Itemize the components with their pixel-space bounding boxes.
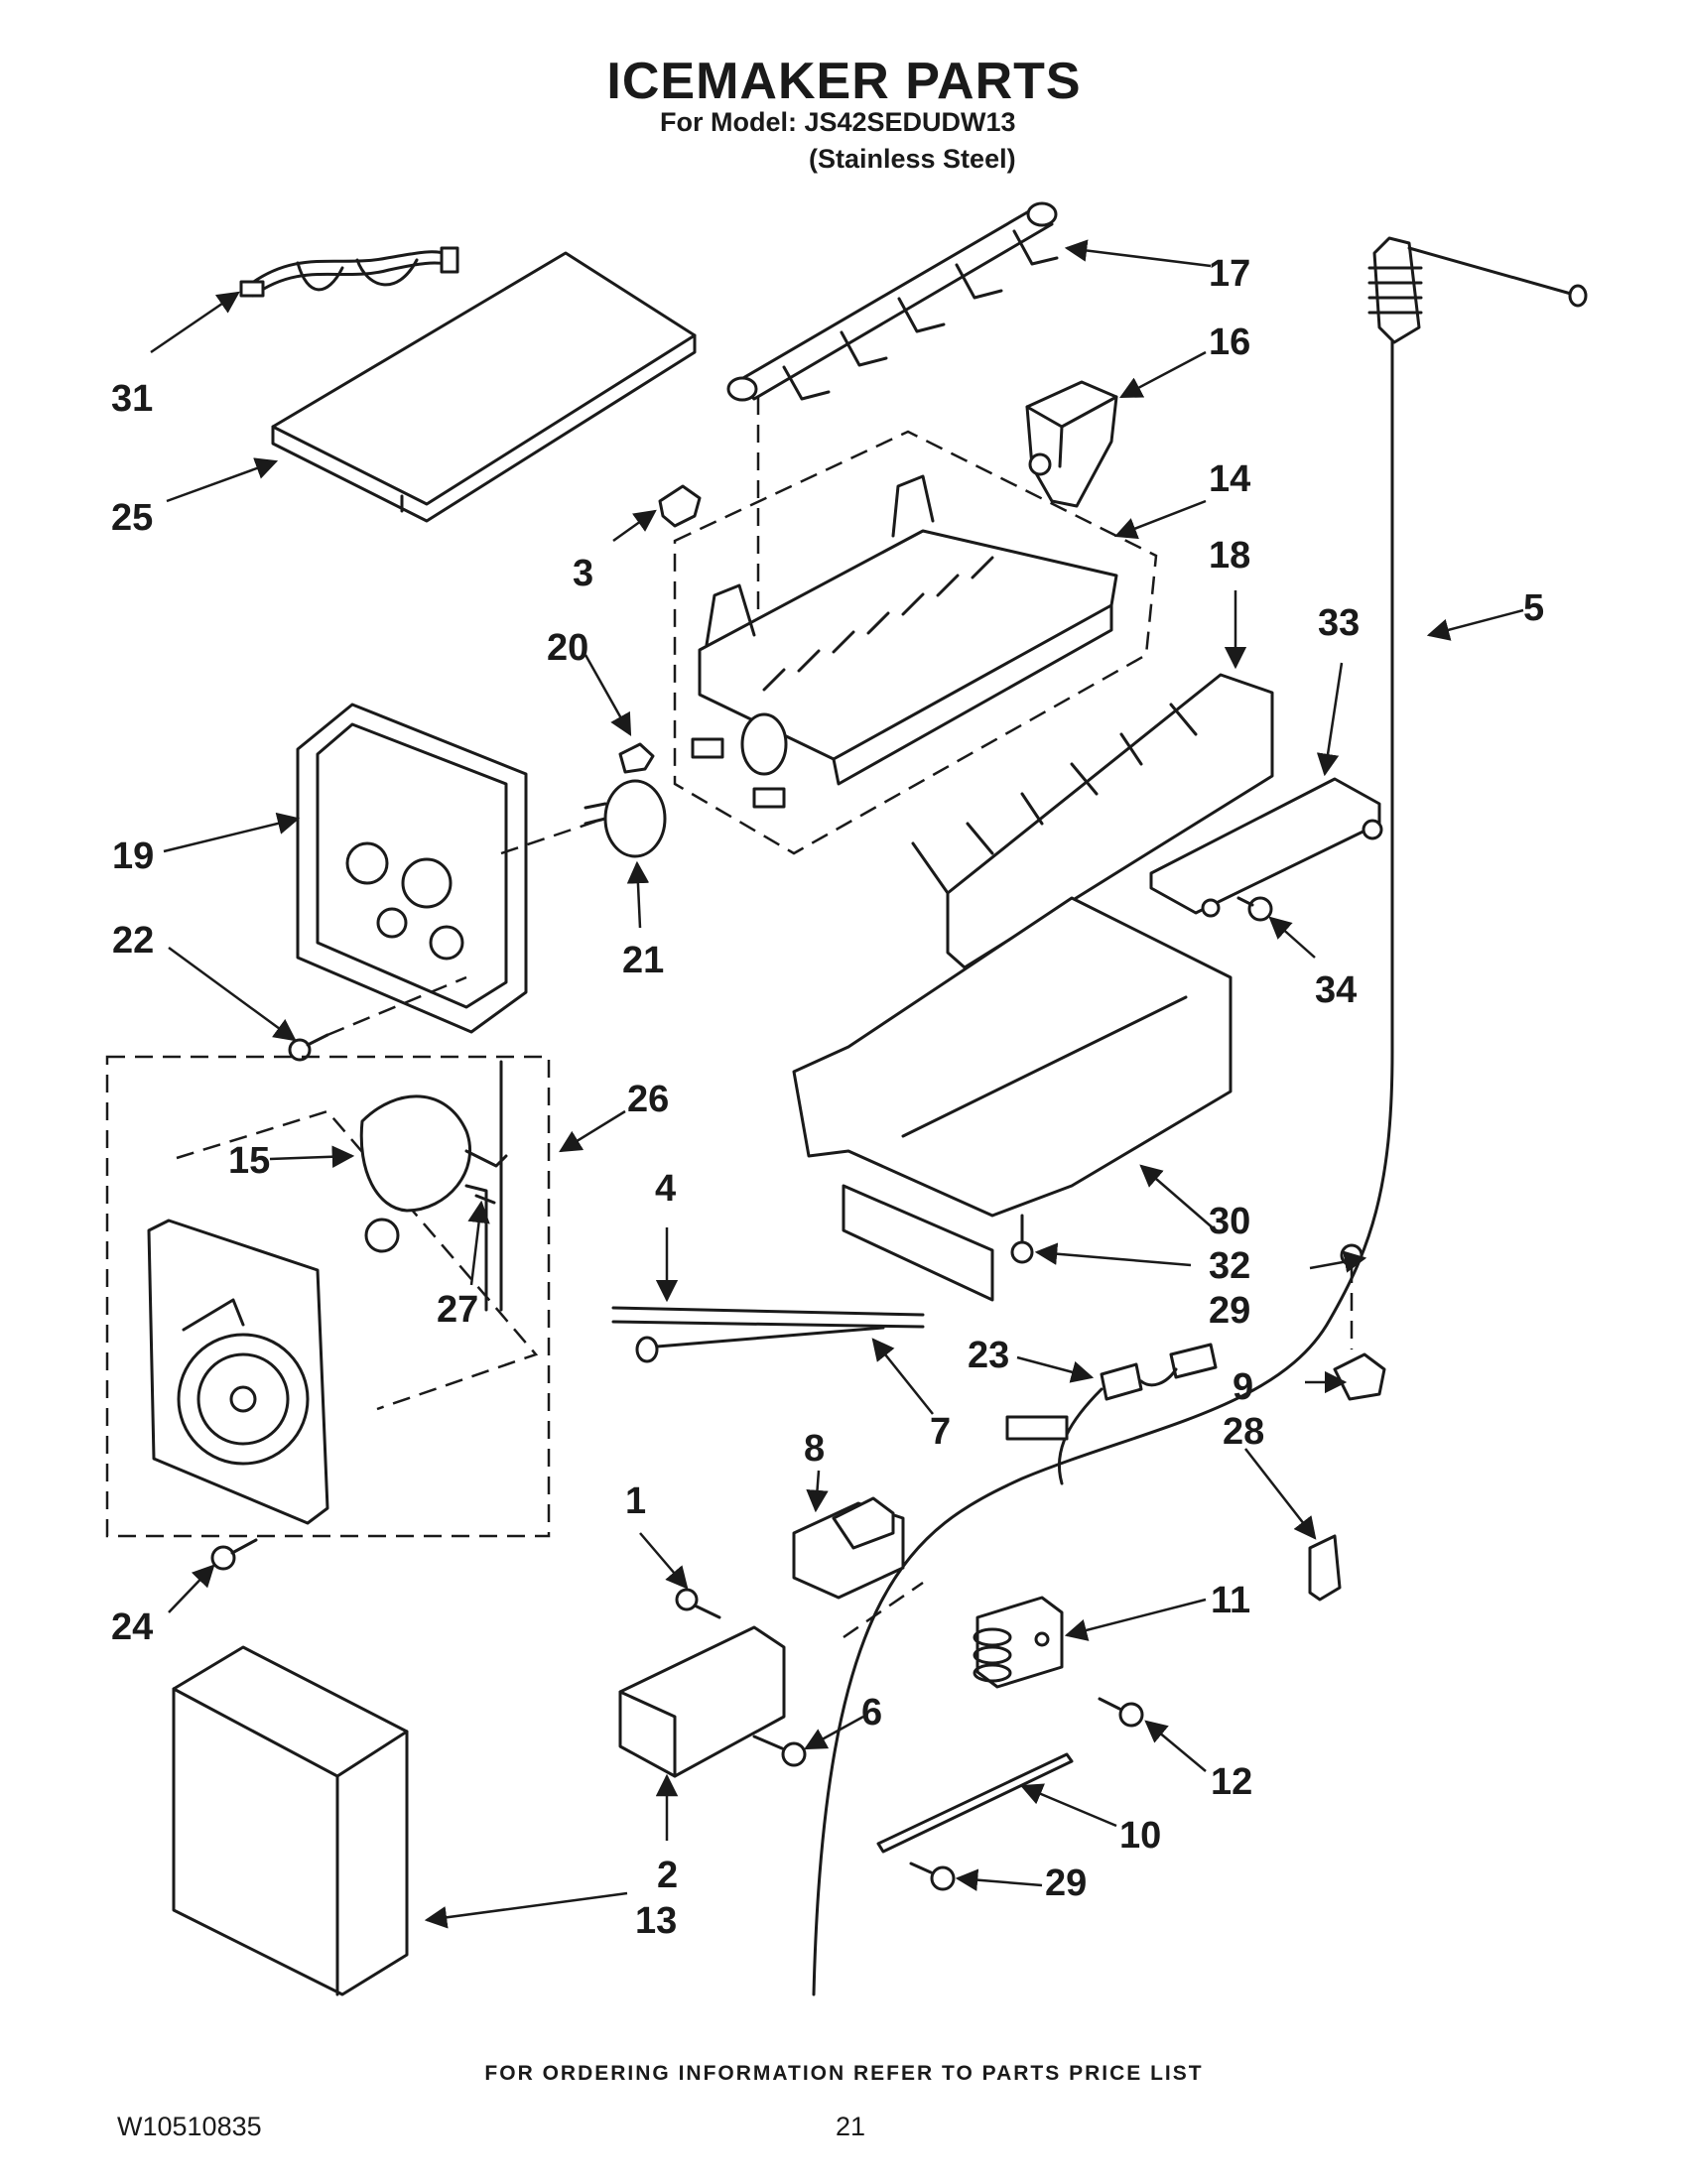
tube-clamp-part — [973, 1596, 1064, 1689]
ordering-note: FOR ORDERING INFORMATION REFER TO PARTS … — [484, 2062, 1204, 2085]
valve-bracket-part — [618, 1625, 786, 1778]
callout-20: 20 — [547, 627, 588, 669]
water-tube-part — [812, 236, 1588, 1996]
callout-29-upper: 29 — [1209, 1290, 1250, 1332]
callout-33: 33 — [1318, 602, 1360, 644]
wire-harness-part — [239, 246, 459, 298]
callout-7: 7 — [930, 1411, 951, 1453]
screw-6-part — [752, 1734, 807, 1767]
callout-28: 28 — [1223, 1411, 1264, 1453]
clip-28-part — [1308, 1534, 1342, 1602]
motor-part — [359, 1060, 508, 1312]
screw-29-lower-part — [909, 1862, 956, 1891]
water-valve-part — [792, 1496, 924, 1639]
model-finish: (Stainless Steel) — [809, 144, 1016, 174]
ice-bin-part — [172, 1645, 409, 1996]
callout-21: 21 — [622, 940, 664, 981]
callout-31: 31 — [111, 378, 153, 420]
callout-26: 26 — [627, 1079, 669, 1120]
control-housing-part — [296, 703, 528, 1034]
screw-12-part — [1098, 1697, 1144, 1728]
callout-17: 17 — [1209, 253, 1250, 295]
page-number: 21 — [836, 2112, 866, 2141]
model-number: For Model: JS42SEDUDW13 — [660, 107, 1016, 137]
callout-numbers: 31 25 3 17 16 14 18 5 33 34 20 21 19 22 … — [111, 253, 1544, 1942]
callout-6: 6 — [861, 1692, 882, 1734]
fill-tube-part — [611, 1306, 925, 1329]
callout-14: 14 — [1209, 458, 1250, 500]
icemaker-mold-part — [691, 474, 1118, 809]
callout-27: 27 — [437, 1289, 478, 1331]
callout-11: 11 — [1211, 1580, 1250, 1621]
callout-5: 5 — [1523, 587, 1544, 629]
callout-9: 9 — [1233, 1366, 1253, 1408]
callout-23: 23 — [968, 1335, 1009, 1376]
document-number: W10510835 — [117, 2112, 262, 2141]
callout-10: 10 — [1119, 1815, 1161, 1857]
callout-30: 30 — [1209, 1201, 1250, 1242]
clip-20-part — [618, 742, 655, 774]
control-board-part — [147, 1219, 329, 1525]
wire-harness-23-part — [1005, 1343, 1218, 1485]
icemaker-cover-part — [271, 251, 697, 523]
callout-12: 12 — [1211, 1761, 1252, 1803]
tube-7-part — [635, 1326, 885, 1363]
ejector-part — [726, 201, 1059, 714]
clip-part — [658, 484, 702, 528]
callout-13: 13 — [635, 1900, 677, 1942]
callout-2: 2 — [657, 1855, 678, 1896]
callout-8: 8 — [804, 1428, 825, 1470]
callout-32: 32 — [1209, 1245, 1250, 1287]
housing-bracket-part — [792, 896, 1233, 1302]
page-title: ICEMAKER PARTS — [606, 53, 1082, 110]
callout-3: 3 — [573, 553, 593, 594]
motor-shaft-part — [500, 779, 667, 858]
callout-4: 4 — [655, 1168, 676, 1210]
screw-34-part — [1236, 896, 1273, 922]
retainer-strip-part — [876, 1752, 1074, 1854]
screw-22-part — [288, 975, 467, 1062]
control-assembly-plane — [176, 1109, 539, 1411]
callout-19: 19 — [112, 835, 154, 877]
callout-24: 24 — [111, 1606, 153, 1648]
callout-arrows — [150, 239, 1524, 1929]
thermostat-part — [464, 1184, 496, 1312]
callout-34: 34 — [1315, 969, 1357, 1011]
callout-29-lower: 29 — [1045, 1863, 1087, 1904]
fill-cup-part — [1025, 380, 1118, 508]
bracket-part — [1149, 777, 1383, 918]
screw-24-part — [210, 1538, 258, 1571]
callout-1: 1 — [625, 1480, 646, 1522]
screw-32-part — [1010, 1214, 1034, 1264]
callout-22: 22 — [112, 920, 154, 962]
callout-15: 15 — [228, 1140, 270, 1182]
stripper-part — [911, 673, 1274, 969]
clamp-part — [1333, 1352, 1386, 1401]
control-assembly-outline — [105, 1055, 551, 1538]
callout-18: 18 — [1209, 535, 1250, 577]
screw-1-part — [675, 1588, 721, 1619]
callout-25: 25 — [111, 497, 153, 539]
callout-16: 16 — [1209, 321, 1250, 363]
mold-dashed-outline — [673, 430, 1158, 855]
